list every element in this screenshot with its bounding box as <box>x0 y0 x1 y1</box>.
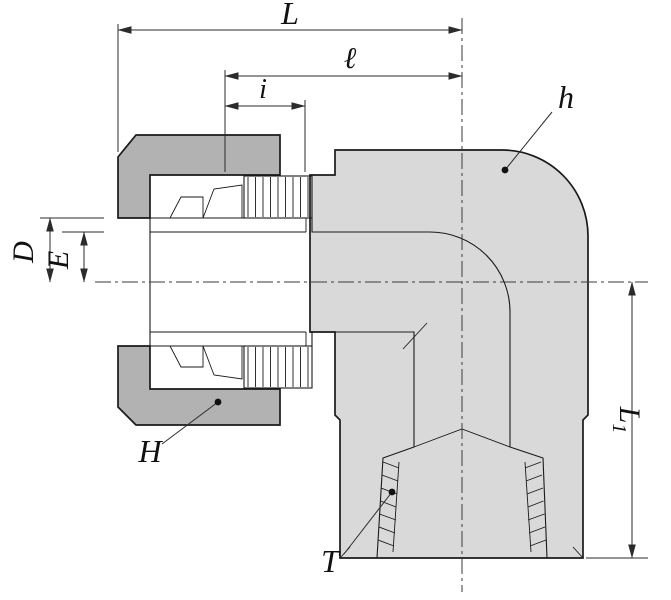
ferrules <box>169 184 243 380</box>
dim-label-L1: L1 <box>608 406 646 434</box>
callout-label-H: H <box>137 433 163 469</box>
body-outline <box>309 149 589 559</box>
callout-label-T: T <box>321 543 341 579</box>
nut-body-threads-top <box>247 177 309 217</box>
leader-line-h <box>504 111 553 171</box>
leader-dot-h <box>501 166 509 174</box>
callouts: h H T <box>137 79 574 579</box>
dim-label-L: L <box>280 0 299 31</box>
tube-walls <box>150 218 307 346</box>
callout-label-h: h <box>558 79 574 115</box>
dim-label-ell: ℓ <box>344 42 357 75</box>
dim-label-L1-subscript: 1 <box>608 423 630 433</box>
bore-passage <box>149 217 548 559</box>
dim-label-i: i <box>259 74 267 105</box>
leader-line-T <box>343 491 393 555</box>
dim-label-E: E <box>42 251 75 270</box>
leader-line-H <box>161 401 219 445</box>
leader-dot-T <box>388 488 396 496</box>
leader-dot-H <box>214 398 222 406</box>
female-thread-right <box>524 461 547 553</box>
dimensions: L ℓ i D E L1 <box>7 0 648 559</box>
centerlines <box>95 18 648 592</box>
nut-body-threads-bottom <box>247 347 309 387</box>
nut-lower-half <box>117 345 281 426</box>
nut-upper-half <box>117 134 281 219</box>
dim-label-L1-main: L <box>613 406 646 424</box>
dim-label-D: D <box>7 241 40 264</box>
nut-section <box>117 134 281 426</box>
